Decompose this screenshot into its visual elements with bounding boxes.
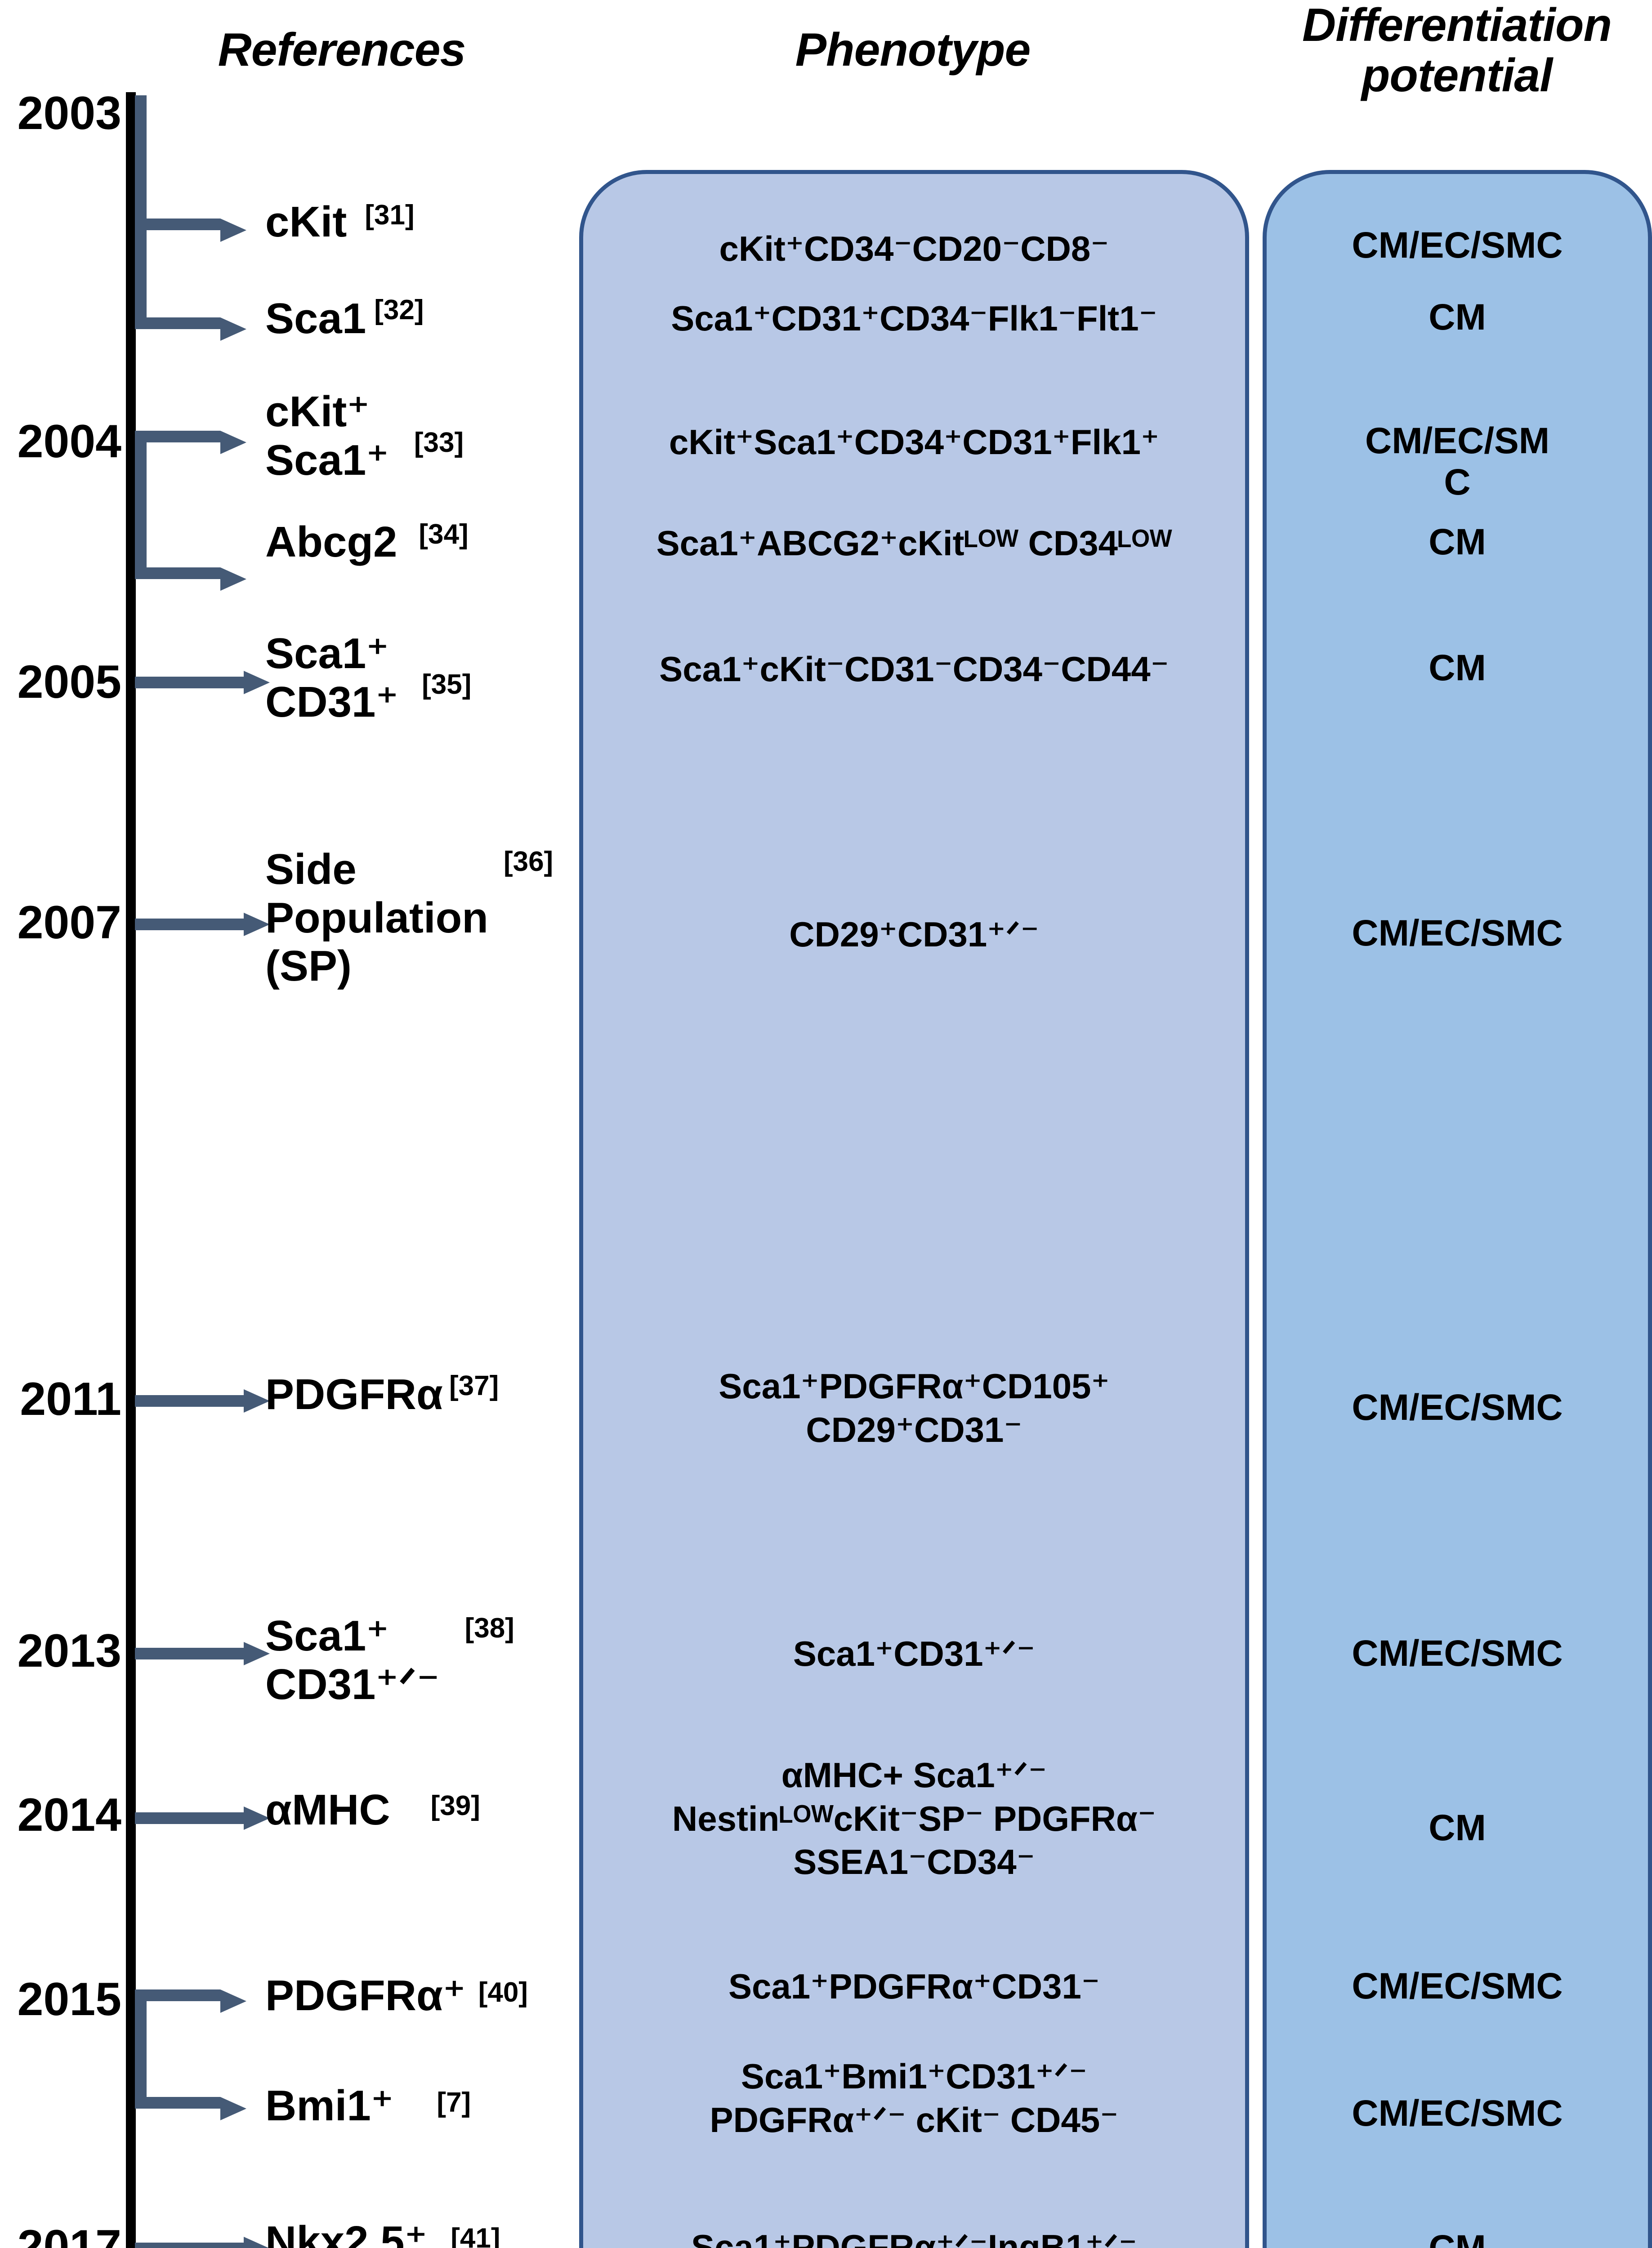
differentiation-cell: CM: [1429, 1807, 1486, 1848]
reference-entry-side-population[interactable]: Side Population (SP) [36]: [265, 845, 553, 990]
reference-entry-nkx25[interactable]: Nkx2.5⁺ [41]: [265, 2217, 500, 2248]
year-label-2017: 2017: [17, 2221, 121, 2248]
differentiation-cell: CM/EC/SM C: [1365, 420, 1549, 503]
phenotype-cell: Sca1⁺PDGFRα⁺ᐟ⁻IngB1⁺ᐟ⁻ cKit⁻: [691, 2227, 1137, 2248]
differentiation-cell: CM: [1266, 2228, 1648, 2248]
citation-35[interactable]: [35]: [422, 669, 472, 700]
differentiation-cell: CM/EC/SMC: [1352, 2093, 1563, 2134]
citation-37[interactable]: [37]: [449, 1370, 499, 1401]
arrow-2005: [135, 671, 270, 694]
differentiation-cell: CM/EC/SMC: [1352, 913, 1563, 954]
citation-38[interactable]: [38]: [464, 1613, 514, 1644]
reference-label: PDGFRα⁺: [265, 1971, 466, 2020]
phenotype-cell: cKit⁺CD34⁻CD20⁻CD8⁻: [719, 229, 1109, 268]
year-label-2003: 2003: [17, 87, 121, 139]
citation-39[interactable]: [39]: [430, 1790, 480, 1821]
column-header-references: References: [218, 24, 466, 76]
reference-entry-abcg2[interactable]: Abcg2 [34]: [265, 518, 469, 566]
phenotype-cell: Sca1⁺CD31⁺ᐟ⁻: [793, 1634, 1036, 1673]
reference-entry-pdgfra[interactable]: PDGFRα [37]: [265, 1370, 499, 1419]
year-label-2015: 2015: [17, 1973, 121, 2025]
year-label-2004: 2004: [17, 415, 121, 468]
differentiation-cell: CM/EC/SMC: [1352, 225, 1563, 266]
reference-label: Bmi1⁺: [265, 2082, 394, 2130]
phenotype-cell: Sca1⁺Bmi1⁺CD31⁺ᐟ⁻ PDGFRα⁺ᐟ⁻ cKit⁻ CD45⁻: [710, 2056, 1119, 2140]
phenotype-panel: [579, 170, 1249, 2248]
differentiation-potential-panel: [1263, 170, 1652, 2248]
reference-entry-pdgfra-plus[interactable]: PDGFRα⁺ [40]: [265, 1971, 528, 2020]
reference-entry-sca1-cd31[interactable]: Sca1⁺ CD31⁺ [35]: [265, 629, 471, 726]
reference-label: Side Population (SP): [265, 845, 488, 990]
year-label-2011: 2011: [20, 1373, 121, 1425]
year-label-2013: 2013: [17, 1625, 121, 1677]
phenotype-cell: αMHC+ Sca1⁺ᐟ⁻ NestinᴸᴼᵂcKit⁻SP⁻ PDGFRα⁻ …: [672, 1755, 1156, 1882]
phenotype-cell: Sca1⁺ABCG2⁺cKitᴸᴼᵂ CD34ᴸᴼᵂ: [656, 523, 1172, 563]
phenotype-cell: CD29⁺CD31⁺ᐟ⁻: [789, 914, 1039, 954]
column-header-phenotype: Phenotype: [795, 24, 1031, 76]
phenotype-cell: Sca1⁺PDGFRα⁺CD31⁻: [728, 1967, 1100, 2006]
citation-36[interactable]: [36]: [503, 846, 554, 877]
differentiation-cell: CM/EC/SMC: [1352, 1387, 1563, 1428]
citation-40[interactable]: [40]: [478, 1977, 528, 2008]
reference-label: Sca1⁺ CD31⁺ᐟ⁻: [265, 1612, 440, 1708]
differentiation-cell: CM: [1429, 522, 1486, 562]
differentiation-cell: CM/EC/SMC: [1352, 1966, 1563, 2007]
arrow-2011: [135, 1389, 270, 1413]
reference-entry-sca1[interactable]: Sca1 [32]: [265, 294, 424, 343]
arrow-2007: [135, 913, 270, 936]
citation-41[interactable]: [41]: [451, 2223, 500, 2248]
reference-label: Nkx2.5⁺: [265, 2217, 428, 2248]
phenotype-cell: cKit⁺Sca1⁺CD34⁺CD31⁺Flk1⁺: [669, 422, 1160, 462]
phenotype-cell: Sca1⁺CD31⁺CD34⁻Flk1⁻Flt1⁻: [671, 299, 1157, 338]
column-header-differentiation-potential: Differentiation potential: [1302, 0, 1612, 102]
reference-entry-sca1-cd31-pm[interactable]: Sca1⁺ CD31⁺ᐟ⁻ [38]: [265, 1612, 514, 1708]
differentiation-cell: CM/EC/SMC: [1352, 1633, 1563, 1674]
reference-label: Sca1⁺ CD31⁺: [265, 629, 399, 726]
reference-label: PDGFRα: [265, 1370, 443, 1418]
reference-label: αMHC: [265, 1786, 390, 1834]
reference-label: Sca1: [265, 294, 366, 343]
phenotype-cell: Sca1⁺cKit⁻CD31⁻CD34⁻CD44⁻: [659, 649, 1169, 689]
citation-33[interactable]: [33]: [414, 427, 464, 458]
reference-label: cKit: [265, 198, 347, 246]
differentiation-cell: CM: [1429, 297, 1486, 338]
reference-label: Abcg2: [265, 518, 397, 566]
differentiation-cell: CM: [1429, 647, 1486, 688]
phenotype-cell: Sca1⁺PDGFRα⁺CD105⁺ CD29⁺CD31⁻: [719, 1366, 1110, 1450]
arrow-2017: [135, 2237, 270, 2248]
citation-7[interactable]: [7]: [437, 2087, 471, 2118]
reference-entry-bmi1[interactable]: Bmi1⁺ [7]: [265, 2082, 471, 2130]
citation-34[interactable]: [34]: [419, 519, 469, 550]
year-label-2005: 2005: [17, 656, 121, 708]
arrow-2013: [135, 1642, 270, 1665]
year-label-2014: 2014: [17, 1789, 121, 1841]
reference-entry-ckit-sca1[interactable]: cKit⁺ Sca1⁺ [33]: [265, 388, 464, 484]
arrow-2014: [135, 1806, 270, 1830]
timeline-axis: [126, 92, 136, 2248]
citation-32[interactable]: [32]: [374, 294, 424, 326]
year-label-2007: 2007: [17, 897, 121, 949]
reference-entry-amhc[interactable]: αMHC [39]: [265, 1786, 480, 1834]
reference-label: cKit⁺ Sca1⁺: [265, 388, 389, 484]
citation-31[interactable]: [31]: [365, 200, 415, 231]
reference-entry-ckit[interactable]: cKit [31]: [265, 198, 415, 246]
